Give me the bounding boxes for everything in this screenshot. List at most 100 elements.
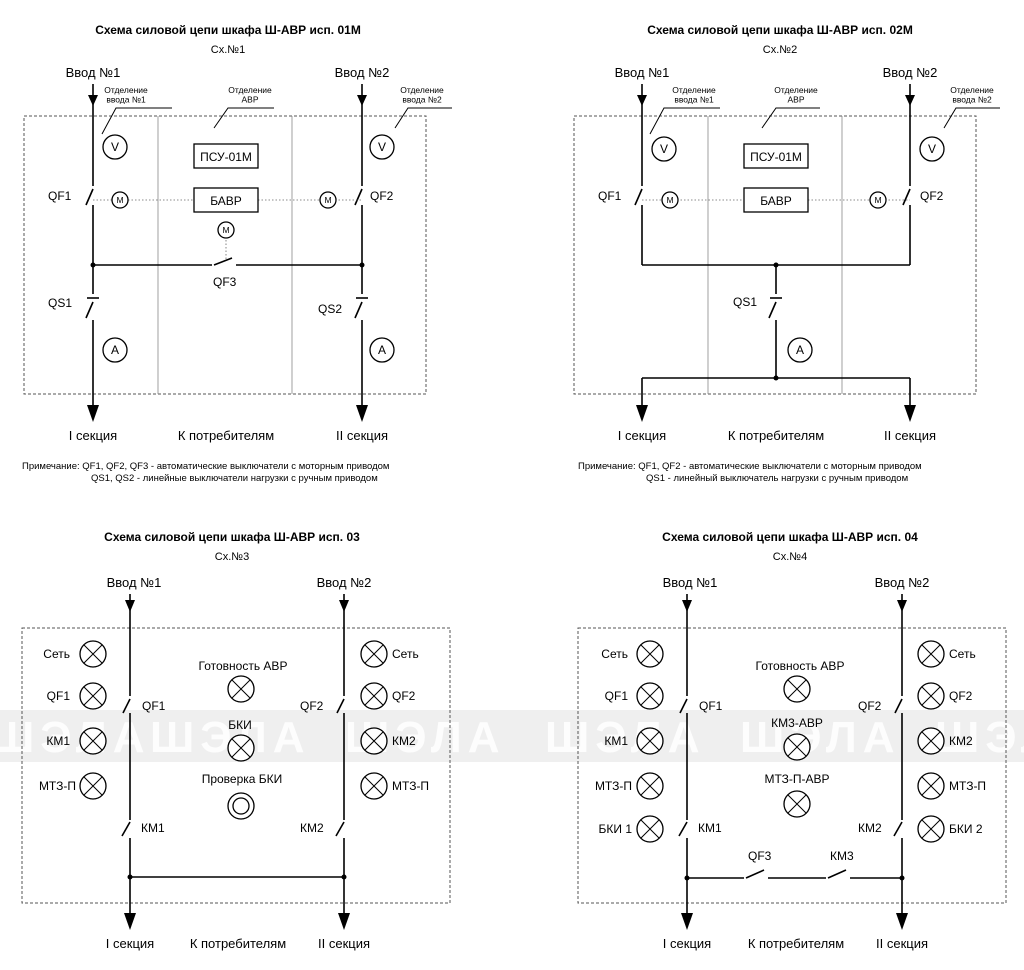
d4-lamp-center-1: Готовность АВР (756, 659, 844, 703)
svg-text:КМ1: КМ1 (604, 734, 628, 748)
d1-note-line-1: Примечание: QF1, QF2, QF3 - автоматическ… (22, 461, 389, 472)
d1-feeder-right (354, 84, 368, 422)
d1-qf3-label: QF3 (213, 275, 237, 289)
diagram-3: Схема силовой цепи шкафа Ш-АВР исп. 03 С… (21, 530, 451, 951)
d3-lamp-left-1: Сеть (43, 640, 107, 668)
d3-qf2-label: QF2 (300, 699, 324, 713)
d2-qf1-label: QF1 (598, 189, 622, 203)
svg-text:МТЗ-П: МТЗ-П (949, 779, 986, 793)
d2-input-1-label: Ввод №1 (615, 65, 670, 80)
svg-text:M: M (116, 195, 123, 205)
d2-feeder-right (902, 84, 915, 265)
d1-voltmeter-2: V (369, 134, 395, 160)
d3-input-1-label: Ввод №1 (107, 575, 162, 590)
svg-text:V: V (111, 140, 119, 154)
svg-text:Сеть: Сеть (949, 647, 976, 661)
svg-text:V: V (928, 142, 936, 156)
diagram-2-title: Схема силовой цепи шкафа Ш-АВР исп. 02М (647, 23, 913, 37)
diagram-4: Схема силовой цепи шкафа Ш-АВР исп. 04 С… (577, 530, 1007, 951)
d3-km2-label: КМ2 (300, 821, 324, 835)
d2-qf2-label: QF2 (920, 189, 944, 203)
d4-lamp-left-4: МТЗ-П (595, 772, 664, 800)
d2-common-bus (636, 262, 916, 422)
svg-text:КМ2: КМ2 (392, 734, 416, 748)
svg-text:QF1: QF1 (605, 689, 629, 703)
d1-qf2-label: QF2 (370, 189, 394, 203)
diagram-1-subtitle: Сх.№1 (211, 44, 245, 56)
diagram-4-title: Схема силовой цепи шкафа Ш-АВР исп. 04 (662, 530, 918, 544)
svg-text:БКИ 2: БКИ 2 (949, 822, 983, 836)
svg-text:M: M (874, 195, 881, 205)
d1-feeder-left (85, 84, 99, 422)
diagram-3-subtitle: Сх.№3 (215, 551, 249, 563)
d2-ammeter: A (787, 337, 813, 363)
d4-lamp-right-2: QF2 (917, 682, 973, 710)
diagram-2: Схема силовой цепи шкафа Ш-АВР исп. 02М … (573, 23, 1000, 484)
svg-text:QF2: QF2 (392, 689, 416, 703)
d2-bavr-device: БАВР (743, 187, 809, 213)
svg-text:ШЭЛА: ШЭЛА (545, 713, 706, 762)
svg-text:КМ3-АВР: КМ3-АВР (771, 716, 823, 730)
d3-qf1-label: QF1 (142, 699, 166, 713)
d2-input-2-label: Ввод №2 (883, 65, 938, 80)
d3-test-button: Проверка БКИ (202, 772, 282, 820)
d2-note-line-1: Примечание: QF1, QF2 - автоматические вы… (578, 461, 922, 472)
d1-cabinet-outline (23, 115, 427, 395)
d3-lamp-right-2: QF2 (360, 682, 416, 710)
d3-feeder-right (335, 594, 350, 930)
svg-text:V: V (378, 140, 386, 154)
svg-text:БАВР: БАВР (210, 194, 242, 208)
d4-input-2-label: Ввод №2 (875, 575, 930, 590)
d4-km2-label: КМ2 (858, 821, 882, 835)
d4-qf2-label: QF2 (858, 699, 882, 713)
svg-text:МТЗ-П-АВР: МТЗ-П-АВР (764, 772, 829, 786)
d3-output-section-2: II секция (318, 936, 370, 951)
d1-input-1-label: Ввод №1 (66, 65, 121, 80)
d2-voltmeter-2: V (919, 136, 945, 162)
d2-cabinet-outline (573, 115, 977, 395)
svg-text:МТЗ-П: МТЗ-П (392, 779, 429, 793)
svg-text:БКИ 1: БКИ 1 (599, 822, 633, 836)
d3-lamp-center-1: Готовность АВР (199, 659, 288, 703)
svg-text:ПСУ-01М: ПСУ-01М (750, 150, 802, 164)
d1-output-section-2: II секция (336, 428, 388, 443)
d3-km1-label: КМ1 (141, 821, 165, 835)
svg-text:ШЭЛА: ШЭЛА (150, 713, 311, 762)
d4-lamp-center-3: МТЗ-П-АВР (764, 772, 830, 818)
d1-motor-1: M (111, 191, 129, 209)
svg-text:КМ1: КМ1 (46, 734, 70, 748)
d2-voltmeter-1: V (651, 136, 677, 162)
svg-text:БАВР: БАВР (760, 194, 792, 208)
svg-text:QF1: QF1 (47, 689, 71, 703)
diagram-2-subtitle: Сх.№2 (763, 44, 797, 56)
d4-tie-bus (684, 869, 905, 881)
d3-lamp-center-2: БКИ (227, 718, 255, 762)
d3-bus (127, 874, 347, 880)
svg-text:Готовность АВР: Готовность АВР (199, 659, 288, 673)
d4-km3-label: КМ3 (830, 849, 854, 863)
svg-text:ПСУ-01М: ПСУ-01М (200, 150, 252, 164)
d1-output-section-1: I секция (69, 428, 117, 443)
d1-psu-device: ПСУ-01М (193, 143, 259, 169)
svg-text:ШЭЛА: ШЭЛА (0, 713, 151, 762)
svg-text:M: M (222, 225, 229, 235)
svg-text:M: M (666, 195, 673, 205)
diagram-1-title: Схема силовой цепи шкафа Ш-АВР исп. 01М (95, 23, 361, 37)
svg-text:A: A (796, 343, 804, 357)
d2-qs1-label: QS1 (733, 295, 757, 309)
svg-text:ШЭЛА: ШЭЛА (740, 713, 901, 762)
d3-input-2-label: Ввод №2 (317, 575, 372, 590)
d4-output-section-2: II секция (876, 936, 928, 951)
diagram-4-subtitle: Сх.№4 (773, 551, 807, 563)
d3-cabinet-outline (21, 627, 451, 904)
d1-motor-2: M (319, 191, 337, 209)
svg-text:КМ2: КМ2 (949, 734, 973, 748)
d4-lamp-right-5: БКИ 2 (917, 815, 983, 843)
